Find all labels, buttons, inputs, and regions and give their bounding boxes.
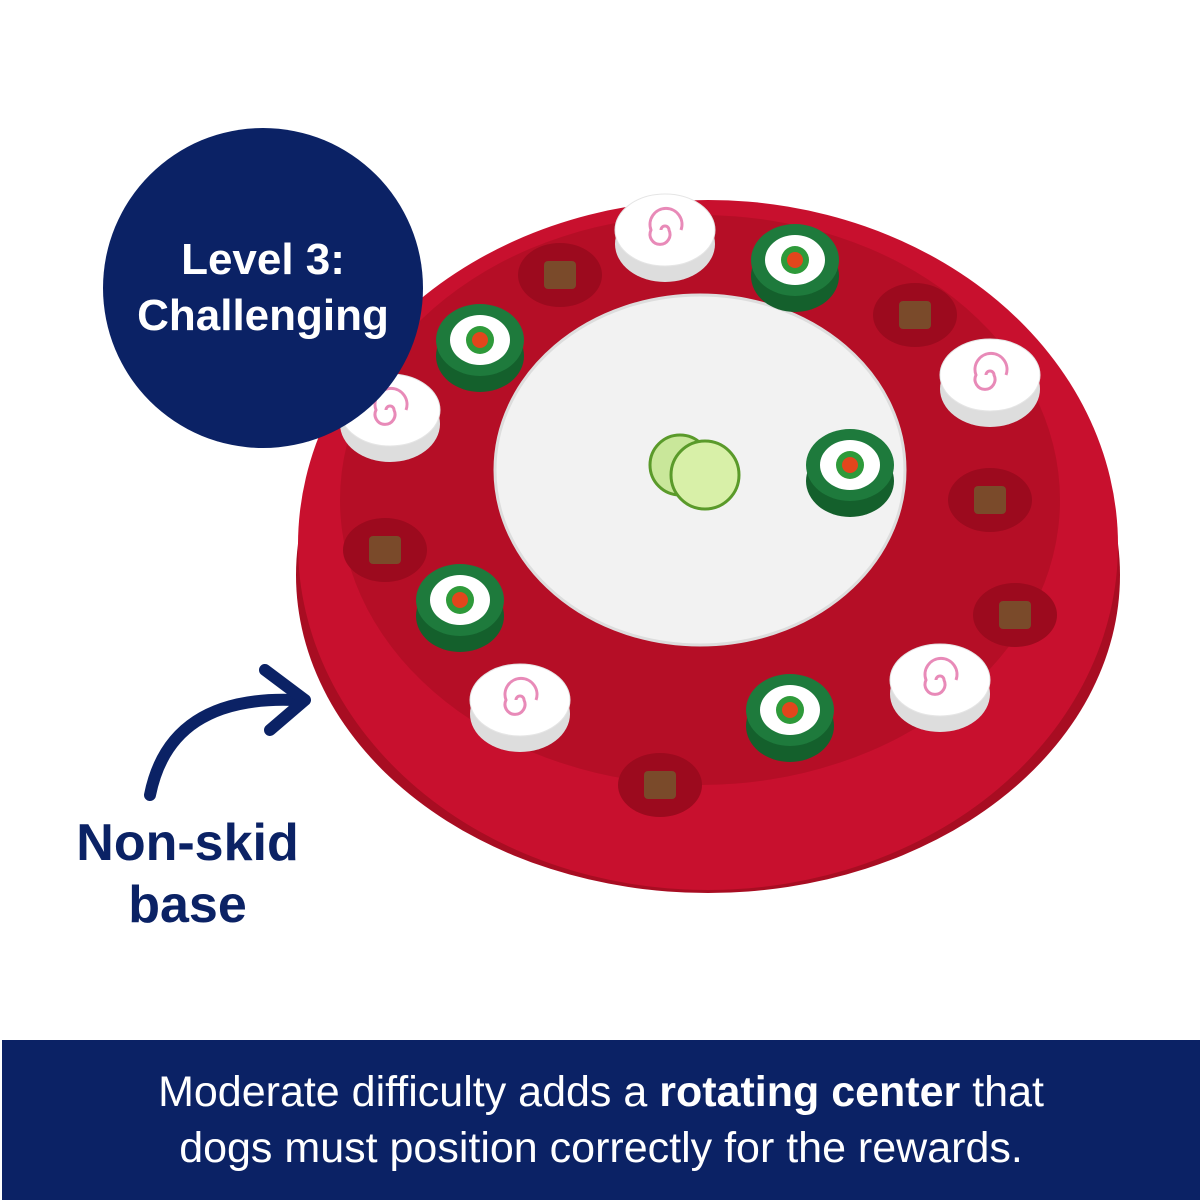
description-banner: Moderate difficulty adds a rotating cent…	[2, 1040, 1200, 1200]
treat-well	[948, 468, 1032, 532]
sushi-piece	[751, 224, 839, 312]
banner-text: Moderate difficulty adds a	[158, 1068, 660, 1116]
naruto-piece	[889, 643, 991, 732]
sushi-piece	[806, 429, 894, 517]
badge-line1: Level 3:	[181, 235, 345, 284]
non-skid-callout: Non-skid base	[60, 812, 315, 936]
sushi-piece	[746, 674, 834, 762]
badge-line2: Challenging	[137, 291, 389, 340]
naruto-piece	[614, 193, 716, 282]
treat-well	[973, 583, 1057, 647]
level-badge: Level 3: Challenging	[103, 128, 423, 448]
naruto-piece	[469, 663, 571, 752]
treat-well	[873, 283, 957, 347]
sushi-piece	[436, 304, 524, 392]
treat-well	[618, 753, 702, 817]
naruto-piece	[939, 338, 1041, 427]
curved-arrow-icon	[144, 664, 311, 801]
treat-well	[343, 518, 427, 582]
callout-line2: base	[128, 876, 247, 934]
puzzle-toy-image	[296, 193, 1120, 893]
cucumber-icon	[648, 433, 741, 511]
banner-line2: dogs must position correctly for the rew…	[179, 1124, 1023, 1172]
banner-bold-text: rotating center	[659, 1068, 961, 1116]
banner-line1: Moderate difficulty adds a rotating cent…	[2, 1064, 1200, 1120]
callout-line1: Non-skid	[76, 814, 299, 872]
sushi-piece	[416, 564, 504, 652]
treat-well	[518, 243, 602, 307]
banner-text: that	[960, 1068, 1044, 1116]
